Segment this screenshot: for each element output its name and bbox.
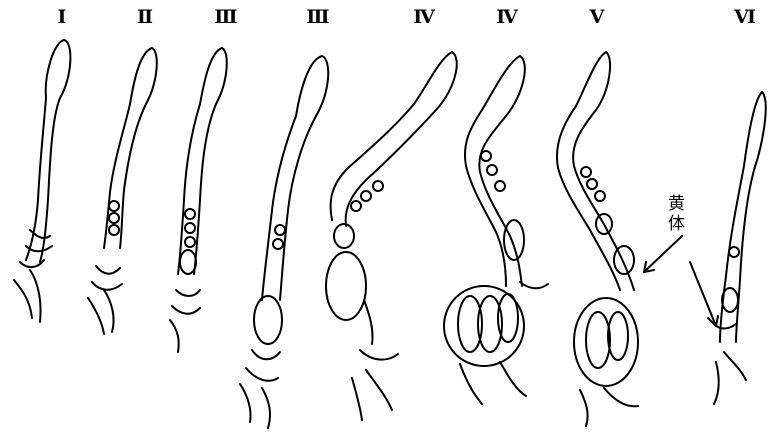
stage-3a-drawing bbox=[170, 48, 227, 352]
stage-3b-drawing bbox=[240, 56, 328, 428]
stage-4a-drawing bbox=[326, 52, 457, 420]
stage-2-drawing bbox=[88, 48, 157, 334]
stage-4b-drawing bbox=[444, 56, 548, 404]
corpus-luteum-arrows bbox=[644, 236, 718, 326]
stage-6-drawing bbox=[714, 92, 766, 404]
stage-1-drawing bbox=[14, 40, 70, 322]
stage-5-drawing bbox=[557, 52, 638, 426]
